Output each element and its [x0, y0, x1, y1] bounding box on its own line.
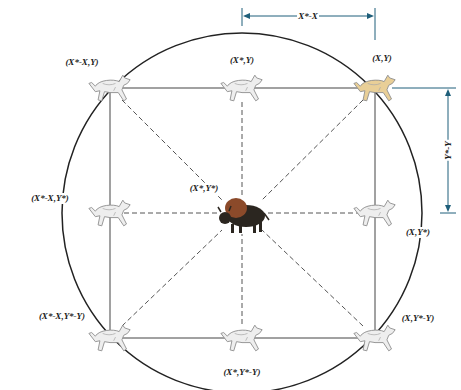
dimension-label: Y*-Y	[443, 140, 454, 161]
position-square	[110, 88, 375, 338]
position-label: (X*,Y)	[229, 55, 255, 66]
position-label: (X,Y*)	[405, 227, 431, 238]
wolf	[221, 75, 262, 101]
wolf	[354, 200, 395, 226]
dashed-rays	[122, 100, 363, 326]
position-label: (X,Y*-Y)	[401, 313, 436, 324]
wolf	[354, 325, 395, 351]
wolves	[89, 75, 395, 351]
leading-wolf	[354, 75, 395, 101]
outer-circle	[62, 33, 422, 390]
position-label: (X*,Y*)	[189, 183, 220, 194]
position-label: (X*-X,Y)	[64, 57, 99, 68]
dimension-x	[242, 8, 375, 40]
wolf	[89, 75, 130, 101]
dimension-y	[392, 88, 456, 213]
wolf	[89, 200, 130, 226]
position-label: (X,Y)	[371, 53, 393, 64]
position-label: (X*-X,Y*-Y)	[38, 311, 86, 322]
wolf	[221, 325, 262, 351]
wolf	[89, 325, 130, 351]
bison-prey	[218, 198, 269, 233]
dimension-label: X*-X	[297, 11, 319, 22]
position-label: (X*,Y*-Y)	[222, 367, 261, 378]
position-label: (X*-X,Y*)	[30, 193, 70, 204]
